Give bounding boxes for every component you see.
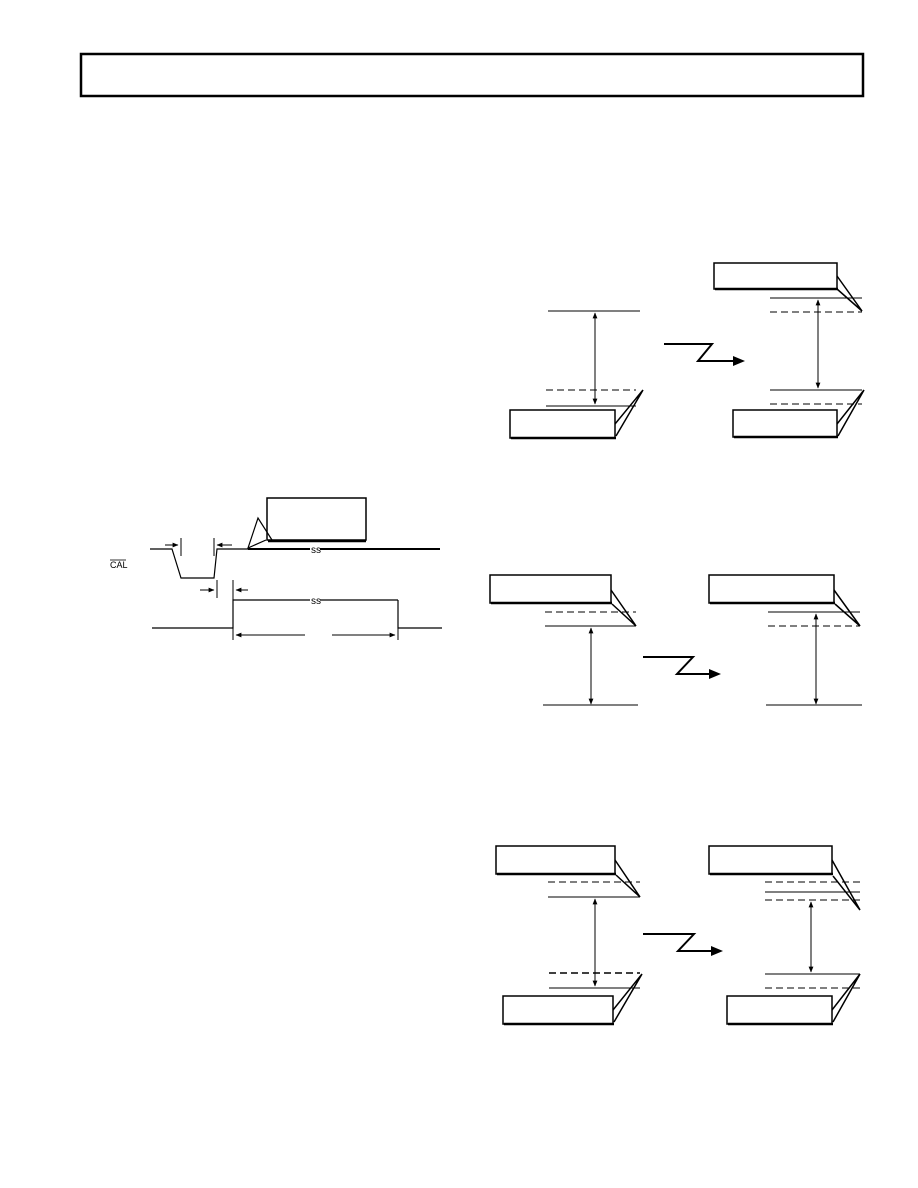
range-diagram-3: [495, 845, 861, 1026]
cal-break-mark: ss: [311, 545, 321, 556]
range3-left-top-box: [495, 845, 616, 875]
range1-transition-arrow: [664, 343, 740, 362]
cal-signal-label: CAL: [110, 560, 128, 570]
cal-timing-diagram: ss ss: [150, 497, 442, 640]
range2-left-top-box: [489, 574, 612, 604]
cal-waveform: [150, 548, 248, 579]
timing-callout-box: [266, 497, 367, 541]
header-title-box: [79, 52, 865, 98]
range1-right-bottom-box: [732, 409, 838, 438]
timing-callout-pointer: [247, 516, 273, 550]
range-diagram-2: [489, 574, 862, 706]
range2-right-top-box: [708, 574, 835, 604]
output-waveform: [152, 599, 310, 629]
range2-transition-arrow: [643, 656, 716, 675]
range3-right-bottom-box: [726, 995, 833, 1025]
range3-transition-arrow: [643, 933, 718, 952]
range1-right-top-box: [713, 262, 838, 290]
range3-right-top-box: [708, 845, 833, 875]
range3-left-bottom-box: [502, 995, 614, 1025]
svg-text:ss: ss: [311, 596, 321, 607]
range-diagram-1: [509, 262, 865, 440]
range1-left-bottom-box: [509, 409, 616, 439]
